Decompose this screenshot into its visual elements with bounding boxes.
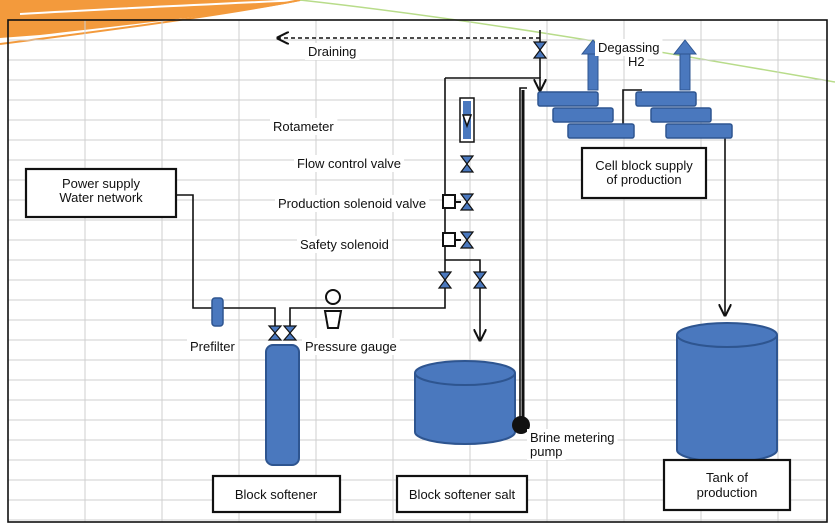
label-plate: [625, 53, 648, 70]
label-plate: [187, 338, 239, 355]
block-softener-salt-label: Block softener salt: [409, 487, 516, 502]
softener-cylinder-icon: [265, 344, 300, 466]
tank-line1: Tank of: [706, 470, 748, 485]
tank-production-box: [662, 458, 792, 512]
h2-label: H2: [628, 54, 645, 69]
salt-tank-icon: [414, 360, 516, 445]
power-supply-line2: Water network: [59, 190, 143, 205]
block-softener-label: Block softener: [235, 487, 318, 502]
brine-pump-label-line1: Brine metering: [530, 430, 615, 445]
block-softener-box: [211, 474, 342, 514]
flow-control-valve-label: Flow control valve: [297, 156, 401, 171]
label-plate: [595, 39, 663, 56]
label-plate: [527, 429, 618, 446]
prefilter-label: Prefilter: [190, 339, 235, 354]
brine-pump-label-line2: pump: [530, 444, 563, 459]
safety-solenoid-label: Safety solenoid: [300, 237, 389, 252]
label-plate: [302, 338, 400, 355]
pressure-gauge-label: Pressure gauge: [305, 339, 397, 354]
cell-block-line1: Cell block supply: [595, 158, 693, 173]
label-plate: [275, 195, 430, 212]
rotameter-label: Rotameter: [273, 119, 334, 134]
solenoid-icon: [442, 194, 461, 247]
diagram-frame: [7, 19, 828, 523]
label-plate: [297, 236, 392, 253]
label-plate: [305, 43, 360, 60]
block-softener-salt-box: [395, 474, 529, 514]
rotameter-icon: [459, 97, 475, 143]
cell-block-icon: [537, 91, 733, 139]
label-plates: [187, 39, 663, 460]
power-supply-line1: Power supply: [62, 176, 141, 191]
pressure-gauge-icon: [323, 289, 343, 329]
cell-block-line2: of production: [606, 172, 681, 187]
label-plate: [527, 443, 566, 460]
label-plate: [294, 155, 405, 172]
prefilter-icon: [211, 297, 224, 327]
label-plate: [270, 118, 338, 135]
draining-label: Draining: [308, 44, 356, 59]
valve-icon: [267, 41, 548, 341]
degassing-label: Degassing: [598, 40, 659, 55]
header-decoration: [0, 0, 835, 83]
production-tank-icon: [676, 322, 778, 463]
power-supply-box: [24, 167, 178, 219]
cell-block-box: [580, 146, 708, 200]
brine-pump-icon: [512, 416, 530, 434]
pipes: [176, 30, 725, 420]
tank-line2: production: [697, 485, 758, 500]
production-solenoid-valve-label: Production solenoid valve: [278, 196, 426, 211]
